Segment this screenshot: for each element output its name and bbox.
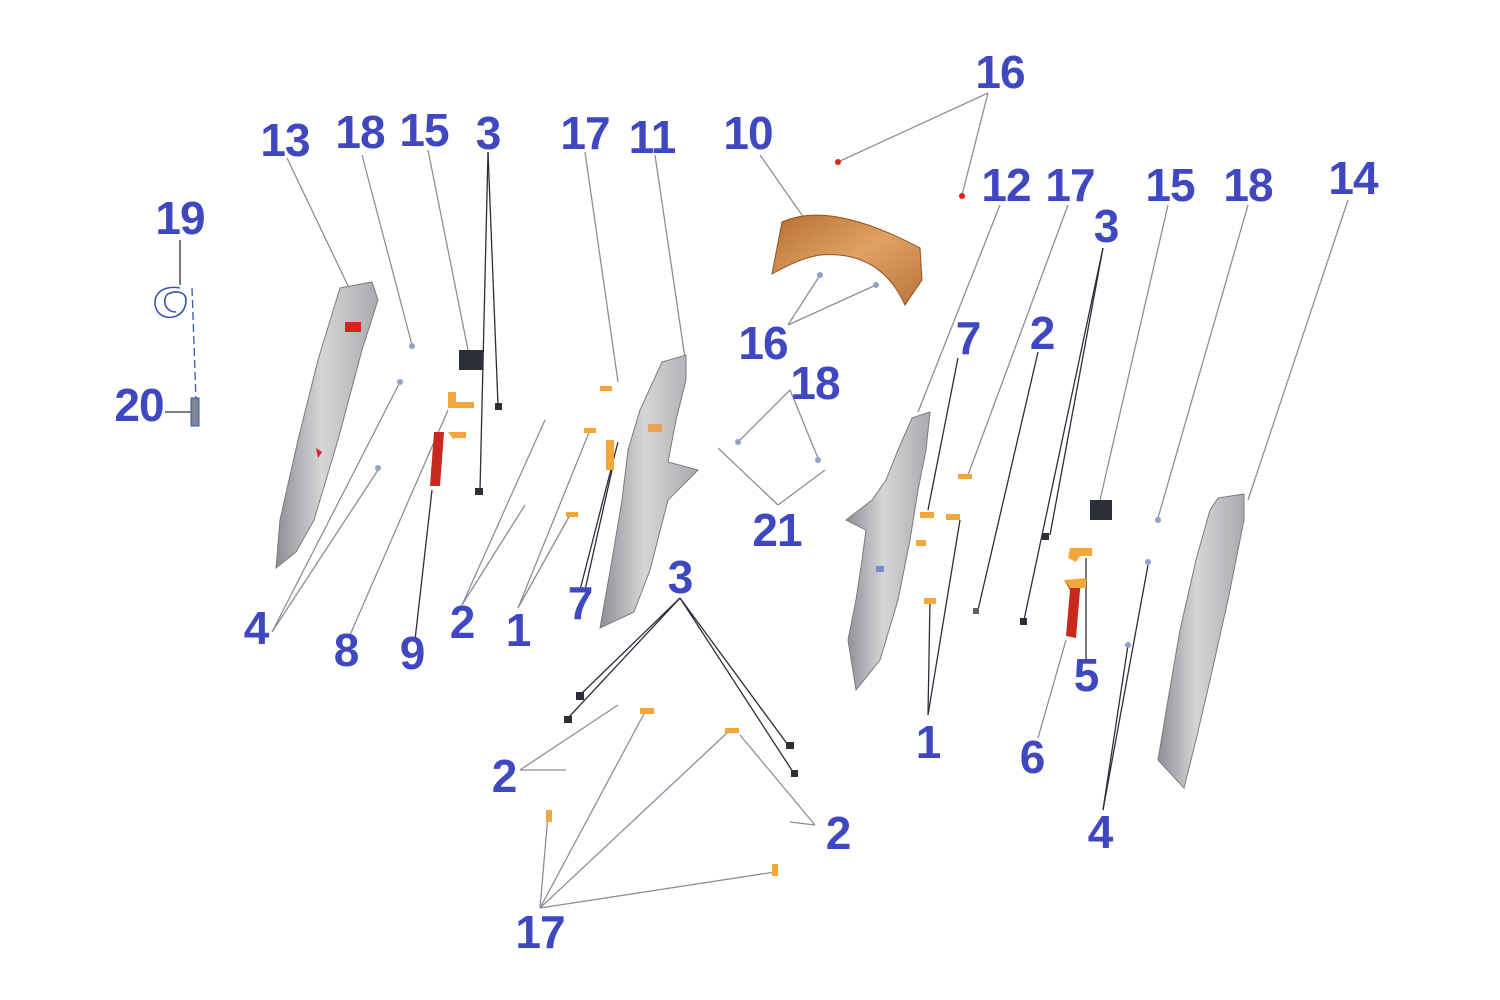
- callout-21: 21: [752, 504, 802, 556]
- callout-7-right: 7: [955, 312, 982, 364]
- callout-9: 9: [399, 627, 426, 679]
- callout-15-left: 15: [399, 104, 449, 156]
- right-brackets: [1064, 548, 1092, 638]
- dark-block-left: [459, 350, 483, 370]
- callout-15-right: 15: [1145, 159, 1195, 211]
- callout-8: 8: [333, 624, 360, 676]
- callout-10: 10: [723, 107, 773, 159]
- small-screws: [375, 159, 1161, 648]
- left-side-panel: [275, 281, 379, 570]
- callout-4-right: 4: [1087, 806, 1114, 858]
- callout-17-top: 17: [560, 107, 610, 159]
- callout-20: 20: [114, 379, 164, 431]
- right-pillar-panel: [845, 411, 931, 692]
- callout-7-left: 7: [567, 577, 594, 629]
- callout-6: 6: [1019, 731, 1046, 783]
- callout-17-right: 17: [1045, 159, 1095, 211]
- callout-2-left: 2: [449, 596, 476, 648]
- callout-2-bottom-left: 2: [491, 750, 518, 802]
- callout-3-left: 3: [475, 107, 502, 159]
- callout-12: 12: [981, 159, 1031, 211]
- red-marker: [345, 322, 361, 332]
- callout-2-bottom-right: 2: [825, 807, 852, 859]
- callout-14: 14: [1328, 152, 1378, 204]
- callout-13: 13: [260, 114, 310, 166]
- callout-18-right: 18: [1223, 159, 1273, 211]
- leader-lines: [165, 92, 1349, 909]
- callout-18-mid: 18: [790, 357, 840, 409]
- right-side-panel: [1157, 493, 1245, 790]
- dark-block-right: [1090, 500, 1112, 520]
- callout-3-bottom: 3: [667, 551, 694, 603]
- cable-assembly: [154, 286, 200, 427]
- callout-2-right: 2: [1029, 307, 1056, 359]
- callout-1-left: 1: [505, 604, 532, 656]
- callout-4-left: 4: [243, 602, 270, 654]
- orange-clips: [546, 386, 972, 876]
- callout-1-right: 1: [915, 716, 942, 768]
- callout-19: 19: [155, 192, 205, 244]
- callout-3-right: 3: [1093, 200, 1120, 252]
- fasteners: [475, 403, 1049, 777]
- callout-16-mid: 16: [738, 317, 788, 369]
- callout-18-left: 18: [335, 106, 385, 158]
- callout-16-top: 16: [975, 46, 1025, 98]
- callout-5: 5: [1073, 649, 1100, 701]
- left-pillar-panel: [599, 354, 699, 629]
- left-brackets: [430, 392, 474, 486]
- callout-11: 11: [628, 111, 677, 163]
- inner-fender: [771, 214, 923, 307]
- callout-17-bottom: 17: [515, 906, 565, 958]
